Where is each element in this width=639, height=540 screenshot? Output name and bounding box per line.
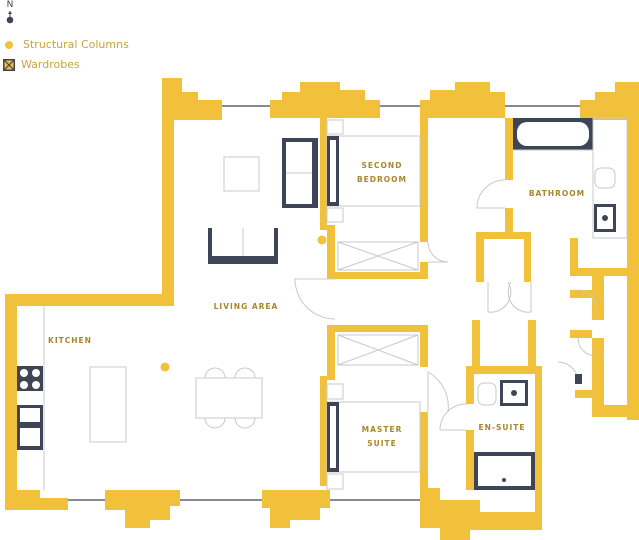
label-kitchen: KITCHEN — [48, 336, 92, 345]
label-en-suite: EN-SUITE — [478, 423, 525, 432]
master-suite-furniture — [326, 334, 421, 490]
entrance-marker — [575, 374, 582, 384]
label-second-bedroom-2: BEDROOM — [357, 175, 407, 184]
legend-wardrobes-label: Wardrobes — [21, 58, 80, 71]
column-dot-icon — [160, 362, 170, 372]
wardrobe-icon — [337, 241, 419, 271]
legend-structural-columns-label: Structural Columns — [23, 38, 129, 51]
label-bathroom: BATHROOM — [529, 189, 585, 198]
wardrobe-icon — [337, 334, 419, 366]
structural-columns — [160, 235, 327, 372]
label-living-area: LIVING AREA — [214, 302, 279, 311]
second-bedroom-furniture — [326, 119, 421, 271]
toilet-icon — [594, 167, 616, 189]
doors — [294, 179, 597, 431]
bedside-table — [326, 119, 344, 135]
dining-table — [195, 367, 263, 429]
legend-wardrobes: Wardrobes — [3, 58, 80, 71]
side-table — [223, 156, 260, 192]
kitchen-island — [89, 366, 127, 443]
windows — [68, 105, 580, 501]
room-labels: SECOND BEDROOM BATHROOM LIVING AREA KITC… — [48, 161, 585, 448]
bathroom-fittings — [513, 117, 628, 239]
label-second-bedroom-1: SECOND — [362, 161, 403, 170]
compass-icon — [6, 11, 14, 24]
column-dot-icon — [317, 235, 327, 245]
column-dot-icon — [5, 40, 13, 49]
living-furniture — [89, 138, 318, 443]
bedside-table — [326, 383, 344, 400]
walls — [5, 78, 639, 540]
sofa-horizontal — [208, 228, 278, 264]
en-suite-fittings — [474, 380, 535, 490]
bedside-table — [326, 473, 344, 490]
wardrobe-icon — [3, 58, 15, 71]
legend-structural-columns: Structural Columns — [3, 38, 129, 51]
toilet-icon — [477, 382, 497, 406]
bedside-table — [326, 207, 344, 223]
kitchen-fittings — [17, 306, 45, 490]
label-master-suite-1: MASTER — [362, 425, 403, 434]
sofa-vertical — [282, 138, 318, 208]
bed — [326, 135, 421, 207]
label-master-suite-2: SUITE — [367, 439, 397, 448]
bed — [326, 401, 421, 473]
north-label: N — [6, 0, 14, 10]
north-arrow: N — [3, 0, 17, 27]
